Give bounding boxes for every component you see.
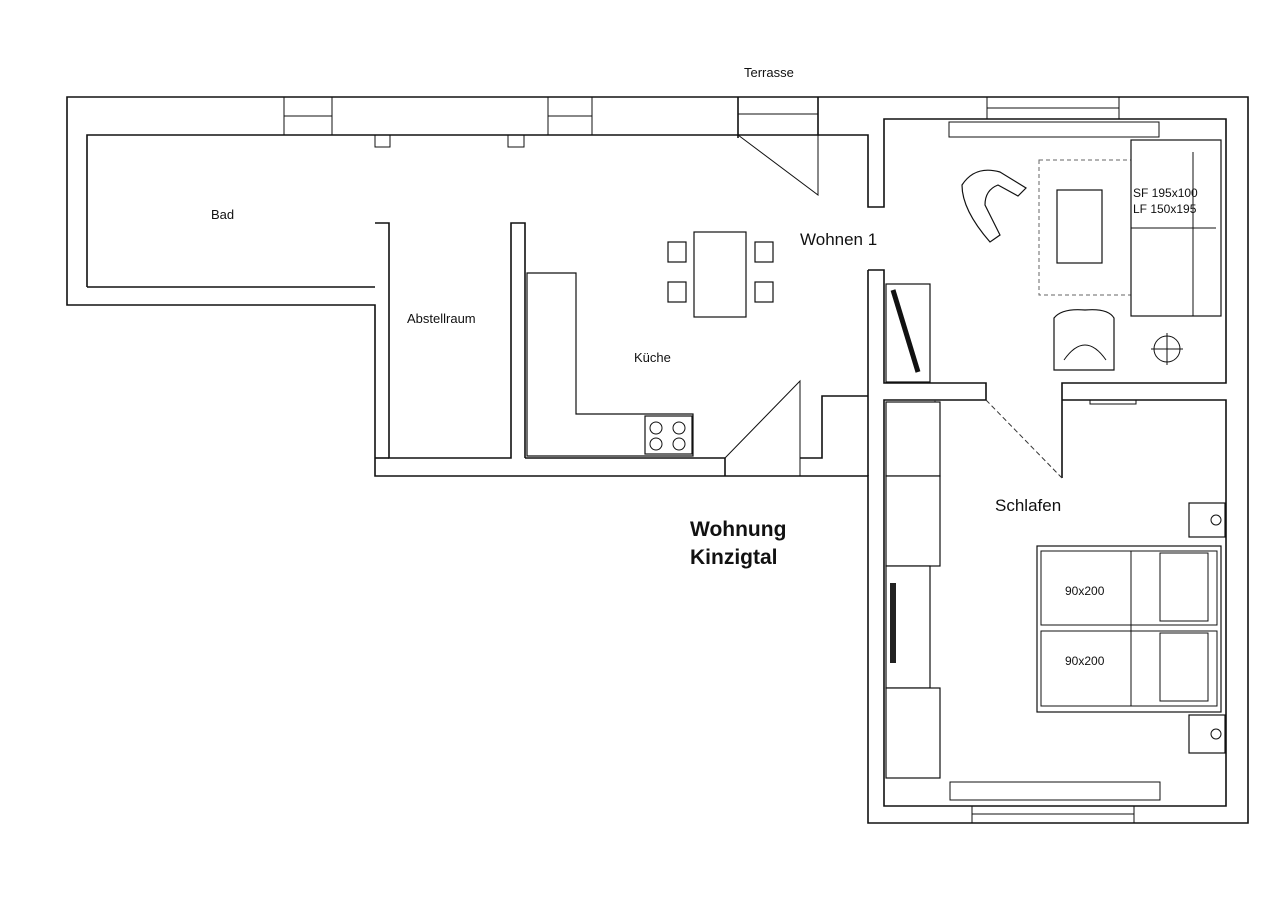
label-sofa-lf: LF 150x195 — [1133, 202, 1197, 216]
label-bad: Bad — [211, 207, 235, 222]
label-kueche: Küche — [634, 350, 671, 365]
label-bed-1: 90x200 — [1065, 584, 1105, 598]
label-bed-2: 90x200 — [1065, 654, 1105, 668]
label-sofa-size: SF 195x100 LF 150x195 — [1133, 185, 1198, 217]
label-schlafen: Schlafen — [995, 496, 1062, 515]
beds — [949, 502, 1226, 801]
dining-table — [667, 231, 774, 318]
walls — [66, 96, 1249, 824]
label-abstellraum: Abstellraum — [407, 311, 476, 326]
label-terrasse: Terrasse — [744, 65, 794, 80]
label-wohnen: Wohnen 1 — [800, 230, 878, 249]
living-furniture — [885, 121, 1222, 383]
plan-title-line2: Kinzigtal — [690, 546, 778, 569]
label-sofa-sf: SF 195x100 — [1133, 186, 1198, 200]
plan-title: Wohnung Kinzigtal — [690, 516, 786, 572]
kitchen-counter — [526, 272, 694, 457]
wardrobe — [885, 401, 941, 779]
plan-title-line1: Wohnung — [690, 518, 787, 541]
